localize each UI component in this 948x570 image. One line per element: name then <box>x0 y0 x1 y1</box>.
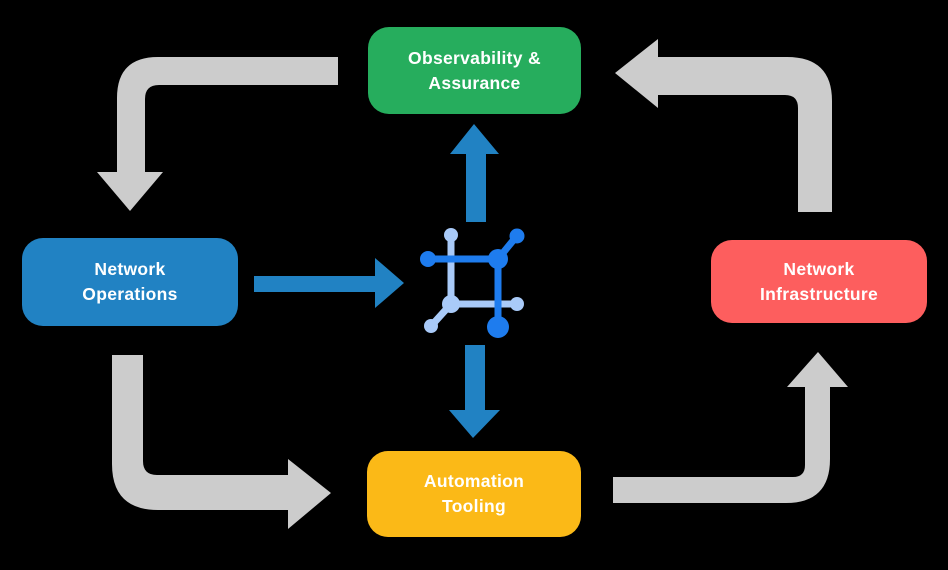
hub-arrow-operations-to-hub <box>254 258 404 308</box>
node-observability-assurance-label: Observability & Assurance <box>408 47 541 93</box>
node-network-operations-label: Network Operations <box>82 259 178 304</box>
network-fabric-icon-dark-part <box>420 228 525 338</box>
cycle-arrow-operations-to-automation <box>112 355 331 529</box>
hub-arrow-hub-to-observability <box>450 124 499 222</box>
cycle-arrow-infrastructure-to-observability <box>615 39 832 212</box>
node-network-infrastructure-label: Network Infrastructure <box>760 258 878 304</box>
cycle-arrow-observability-to-operations <box>97 57 338 211</box>
node-observability-assurance: Observability & Assurance <box>368 27 581 114</box>
hub-arrow-hub-to-automation <box>449 345 500 438</box>
network-fabric-icon <box>420 228 525 338</box>
cycle-arrow-automation-to-infrastructure <box>613 352 848 503</box>
network-fabric-icon-light-part <box>424 228 524 333</box>
node-network-infrastructure: Network Infrastructure <box>711 240 927 323</box>
node-network-operations: Network Operations <box>22 238 238 326</box>
node-automation-tooling: Automation Tooling <box>367 451 581 537</box>
node-automation-tooling-label: Automation Tooling <box>423 471 525 516</box>
